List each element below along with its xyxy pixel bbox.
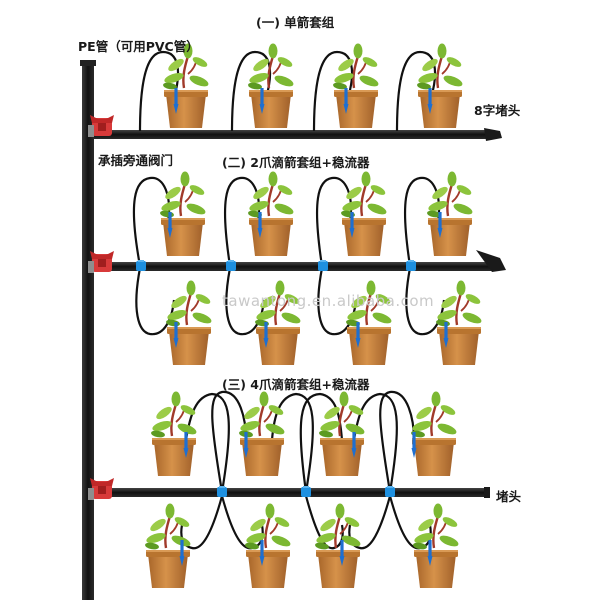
end-plug-icon-3 (484, 487, 490, 498)
section-1-title: (一) 单箭套组 (256, 15, 335, 30)
end-plug-8-icon (484, 128, 502, 141)
end-plug-label: 堵头 (496, 489, 522, 504)
vertical-pe-pipe (82, 62, 94, 600)
pipe-row-1 (94, 130, 486, 139)
pe-pipe-label: PE管（可用PVC管） (78, 39, 199, 54)
section-2-two-claw-set (88, 170, 506, 367)
end-plug-icon (476, 250, 506, 272)
section-2-title: (二) 2爪滴箭套组+稳流器 (222, 155, 370, 170)
watermark: tawantong.en.alibaba.com (222, 292, 435, 310)
section-3-four-claw-set (88, 390, 490, 590)
end-plug-8-label: 8字堵头 (474, 103, 521, 118)
pipe-row-3 (94, 488, 486, 497)
pipe-row-2 (94, 262, 492, 271)
section-1-single-arrow-set (88, 42, 502, 141)
section-3-title: (三) 4爪滴箭套组+稳流器 (222, 377, 370, 392)
valve-label: 承插旁通阀门 (98, 153, 174, 168)
